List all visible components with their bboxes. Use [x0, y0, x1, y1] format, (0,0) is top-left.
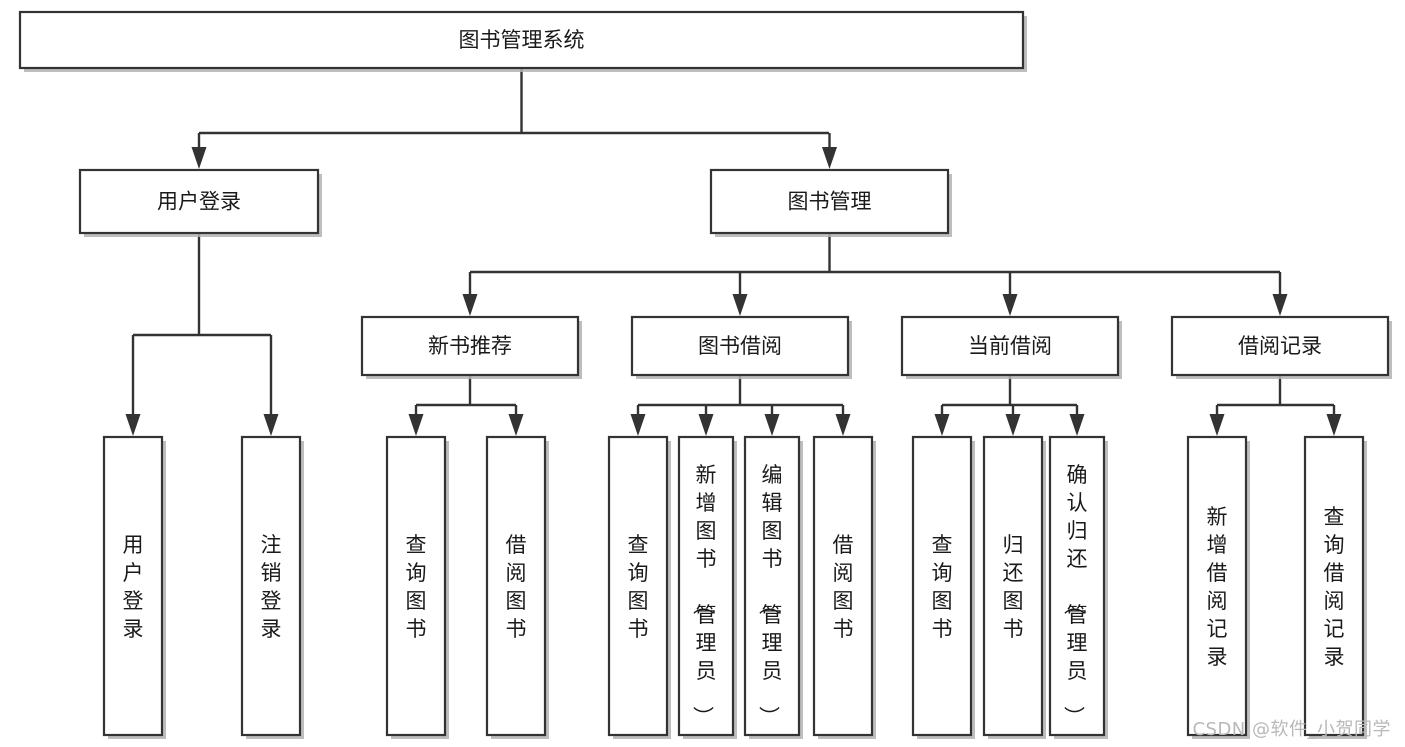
- node-label: 用户登录: [157, 190, 241, 214]
- node-label: 查询借阅记录: [1324, 505, 1345, 669]
- connector-arrow: [1002, 272, 1018, 316]
- connector-arrow: [191, 133, 207, 169]
- node-label: 查询图书: [628, 533, 649, 641]
- connector-arrow: [1069, 405, 1085, 436]
- node-label: 借阅记录: [1238, 334, 1322, 358]
- node-rect[interactable]: [102, 435, 164, 737]
- node-n2[interactable]: 借阅图书: [485, 435, 549, 739]
- node-label: 确认归还（管理员）: [1062, 463, 1088, 727]
- node-n1[interactable]: 查询图书: [385, 435, 449, 739]
- node-label: 用户登录: [123, 533, 144, 641]
- node-rect[interactable]: [911, 435, 973, 737]
- node-rect[interactable]: [607, 435, 669, 737]
- node-label: 新增图书（管理员）: [691, 463, 717, 727]
- connector-arrow: [408, 405, 424, 436]
- node-l2[interactable]: 注销登录: [240, 435, 304, 739]
- node-newbook[interactable]: 新书推荐: [360, 315, 582, 379]
- node-label: 归还图书: [1003, 533, 1024, 641]
- connector-arrow: [698, 405, 714, 436]
- node-rect[interactable]: [743, 435, 801, 737]
- node-rect[interactable]: [812, 435, 874, 737]
- node-rect[interactable]: [709, 168, 950, 235]
- node-rect[interactable]: [1048, 435, 1106, 737]
- node-label: 借阅图书: [506, 533, 527, 641]
- connector-bus: [199, 68, 829, 135]
- connector-arrow: [732, 272, 748, 316]
- connector-arrow: [630, 405, 646, 436]
- node-b3[interactable]: 编辑图书（管理员）: [743, 435, 803, 739]
- node-r1[interactable]: 新增借阅记录: [1186, 435, 1250, 739]
- connector-arrow: [835, 405, 851, 436]
- node-rect[interactable]: [78, 168, 320, 235]
- node-bookmgmt[interactable]: 图书管理: [709, 168, 952, 237]
- connector-arrow: [125, 335, 141, 436]
- node-r2[interactable]: 查询借阅记录: [1303, 435, 1367, 739]
- node-label: 图书管理系统: [459, 28, 585, 52]
- node-rect[interactable]: [630, 315, 850, 377]
- connector-bus: [638, 375, 843, 407]
- node-root[interactable]: 图书管理系统: [18, 10, 1027, 72]
- node-b2[interactable]: 新增图书（管理员）: [677, 435, 737, 739]
- node-label: 编辑图书（管理员）: [757, 463, 783, 727]
- node-rect[interactable]: [900, 315, 1120, 377]
- connector-arrow: [263, 335, 279, 436]
- connector-arrow: [822, 133, 837, 169]
- node-current[interactable]: 当前借阅: [900, 315, 1122, 379]
- connector-arrow: [1272, 272, 1288, 316]
- node-rect[interactable]: [360, 315, 580, 377]
- connector-bus: [942, 375, 1077, 407]
- connector-arrow: [934, 405, 950, 436]
- connector-arrow: [1209, 405, 1225, 436]
- node-rect[interactable]: [18, 10, 1025, 70]
- node-label: 查询图书: [932, 533, 953, 641]
- node-rect[interactable]: [677, 435, 735, 737]
- connector-arrow: [462, 272, 478, 316]
- node-rect[interactable]: [385, 435, 447, 737]
- node-label: 图书借阅: [698, 334, 782, 358]
- node-login[interactable]: 用户登录: [78, 168, 322, 237]
- connector-layer: [125, 68, 1342, 436]
- node-b4[interactable]: 借阅图书: [812, 435, 876, 739]
- node-rect[interactable]: [1186, 435, 1248, 737]
- connector-arrow: [508, 405, 524, 436]
- node-rect[interactable]: [982, 435, 1044, 737]
- node-c2[interactable]: 归还图书: [982, 435, 1046, 739]
- node-c3[interactable]: 确认归还（管理员）: [1048, 435, 1108, 739]
- node-rect[interactable]: [240, 435, 302, 737]
- connector-arrow: [1005, 405, 1021, 436]
- node-borrow[interactable]: 图书借阅: [630, 315, 852, 379]
- connector-bus: [1217, 375, 1334, 407]
- node-c1[interactable]: 查询图书: [911, 435, 975, 739]
- node-records[interactable]: 借阅记录: [1170, 315, 1392, 379]
- connector-bus: [133, 233, 271, 337]
- node-label: 新增借阅记录: [1207, 505, 1228, 669]
- connector-arrow: [1326, 405, 1342, 436]
- node-rect[interactable]: [485, 435, 547, 737]
- node-l1[interactable]: 用户登录: [102, 435, 166, 739]
- node-label: 新书推荐: [428, 334, 512, 358]
- node-label: 图书管理: [788, 190, 872, 214]
- connector-bus: [416, 375, 516, 407]
- node-label: 当前借阅: [968, 334, 1052, 358]
- node-label: 查询图书: [406, 533, 427, 641]
- node-label: 注销登录: [261, 533, 282, 641]
- connector-bus: [470, 233, 1280, 274]
- node-rect[interactable]: [1170, 315, 1390, 377]
- node-layer: 图书管理系统用户登录图书管理新书推荐图书借阅当前借阅借阅记录用户登录注销登录查询…: [18, 10, 1392, 739]
- watermark-label: CSDN @软件_小贺同学: [1192, 719, 1391, 740]
- connector-arrow: [764, 405, 780, 436]
- node-rect[interactable]: [1303, 435, 1365, 737]
- node-b1[interactable]: 查询图书: [607, 435, 671, 739]
- node-label: 借阅图书: [833, 533, 854, 641]
